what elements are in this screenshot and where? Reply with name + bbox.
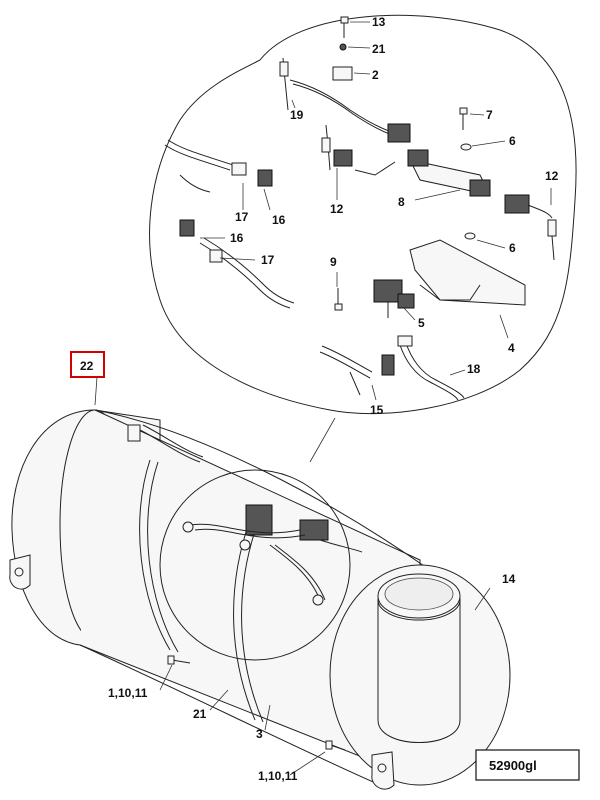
callout-1-10-11-right: 1,10,11 [258, 769, 298, 783]
callout-8: 8 [398, 195, 405, 209]
callout-6-upper: 6 [509, 134, 516, 148]
callout-4: 4 [508, 341, 515, 355]
tank-sensor-module [245, 504, 273, 536]
callout-18: 18 [467, 362, 481, 376]
tank-assembly [9, 409, 511, 790]
highlight-box [70, 351, 105, 378]
part-sensor-12-left [321, 124, 353, 171]
part-bolt-13 [340, 16, 349, 38]
bolt-lower-left [167, 655, 191, 665]
part-sensor-19 [279, 57, 411, 143]
part-hose-17-lower [199, 237, 295, 309]
part-washer-21 [339, 43, 347, 51]
callout-6-lower: 6 [509, 241, 516, 255]
callout-22: 22 [80, 359, 94, 373]
mount-foot-right [371, 751, 395, 790]
callout-21-lower: 21 [193, 707, 207, 721]
part-clip-2 [332, 66, 353, 81]
bubble-leader [309, 417, 336, 463]
callout-16-upper: 16 [272, 213, 286, 227]
callout-9: 9 [330, 255, 337, 269]
callout-12-right: 12 [545, 169, 559, 183]
callout-13: 13 [372, 15, 386, 29]
part-fitting-16-upper [257, 169, 273, 187]
filler-neck [377, 599, 461, 743]
reference-code-box: 52900gl [475, 749, 580, 781]
part-hose-17-upper [164, 139, 247, 193]
highlighted-callout-22[interactable]: 22 [70, 351, 105, 378]
magnify-circle [159, 469, 351, 661]
callout-1-10-11-left: 1,10,11 [108, 686, 148, 700]
tank-sensor-assembly [127, 424, 363, 606]
part-sensor-5 [373, 279, 415, 318]
leader-lines [94, 21, 552, 776]
part-bolt-7 [459, 107, 468, 130]
callout-16-lower: 16 [230, 231, 244, 245]
detail-bubble-outline [149, 14, 577, 415]
callouts: 13 21 2 19 7 6 12 8 12 17 16 16 17 6 9 5… [108, 15, 559, 783]
part-hose-15 [319, 345, 395, 396]
part-sensor-12-right [504, 194, 557, 261]
reference-code: 52900gl [489, 758, 537, 773]
callout-12-left: 12 [330, 202, 344, 216]
part-bolt-9 [334, 288, 343, 311]
part-harness-8 [354, 149, 491, 197]
callout-17-lower: 17 [261, 253, 275, 267]
callout-15: 15 [370, 403, 384, 417]
callout-2: 2 [372, 68, 379, 82]
strap-1 [139, 459, 171, 651]
callout-5: 5 [418, 316, 425, 330]
bolt-lower-right [325, 740, 346, 751]
part-fitting-16-lower [179, 219, 195, 237]
mount-foot-left [9, 554, 31, 590]
part-washer-6b [464, 232, 476, 240]
part-hose-18 [397, 335, 465, 401]
callout-21-upper: 21 [372, 42, 386, 56]
part-washer-6a [460, 143, 472, 151]
callout-19: 19 [290, 108, 304, 122]
callout-17-upper: 17 [235, 210, 249, 224]
callout-7: 7 [486, 108, 493, 122]
callout-14: 14 [502, 572, 516, 586]
part-bracket-4 [409, 239, 526, 306]
callout-3: 3 [256, 727, 263, 741]
